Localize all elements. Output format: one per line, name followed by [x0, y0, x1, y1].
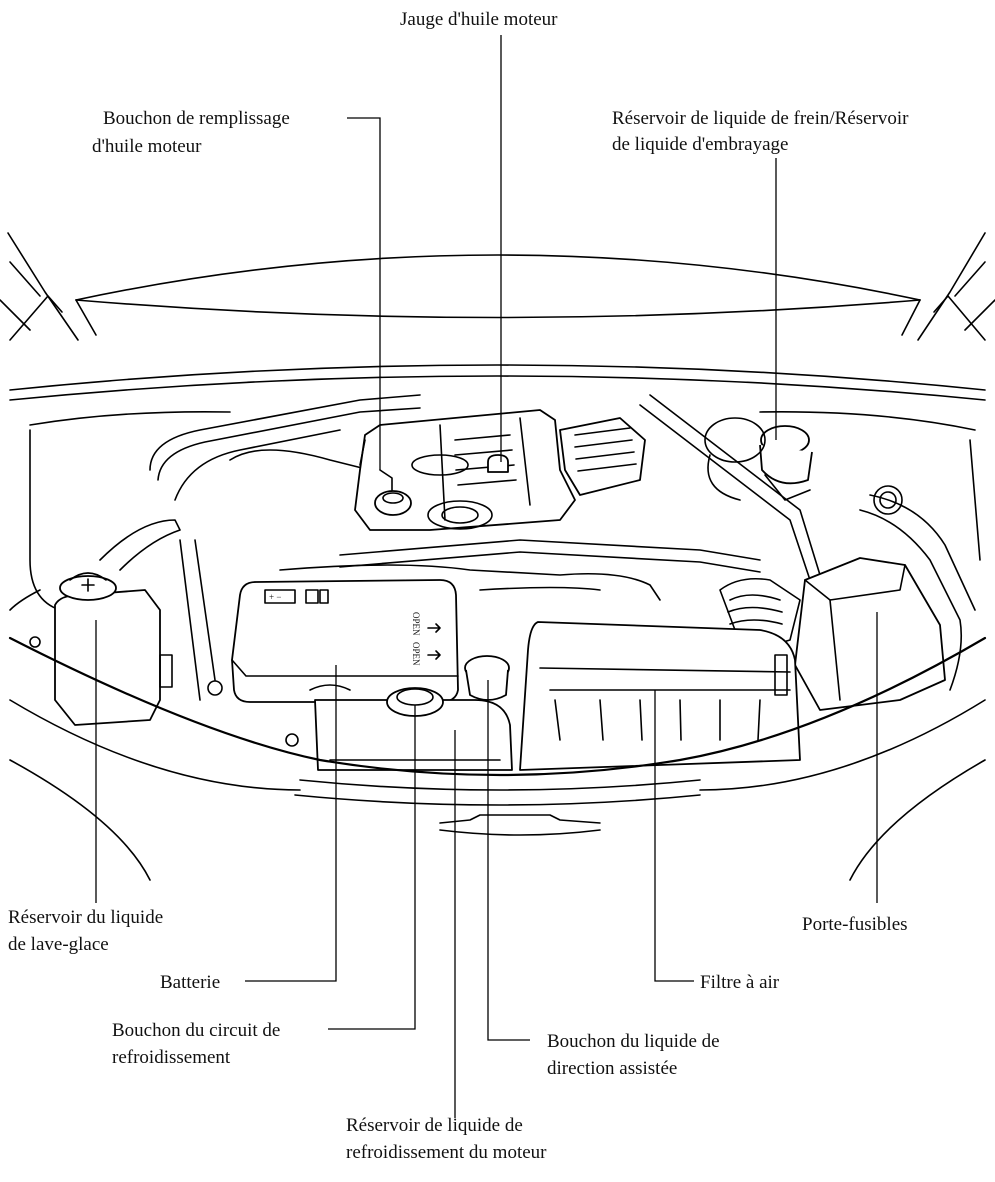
open-marking-1: OPEN [411, 612, 421, 636]
leader-lines [95, 35, 878, 1118]
label-steering-fluid-line2: direction assistée [547, 1058, 677, 1079]
label-oil-filler-line1: Bouchon de remplissage [103, 108, 290, 129]
label-brake-reservoir-line2: de liquide d'embrayage [612, 134, 788, 155]
label-fuse-box: Porte-fusibles [802, 914, 908, 935]
label-cooling-cap-line1: Bouchon du circuit de [112, 1020, 280, 1041]
label-battery: Batterie [160, 972, 220, 993]
label-steering-fluid-line1: Bouchon du liquide de [547, 1031, 720, 1052]
open-marking-2: OPEN [411, 642, 421, 666]
label-washer-reservoir-line2: de lave-glace [8, 934, 109, 955]
label-washer-reservoir-line1: Réservoir du liquide [8, 907, 163, 928]
label-brake-reservoir-line1: Réservoir de liquide de frein/Réservoir [612, 108, 909, 129]
label-oil-filler-line2: d'huile moteur [92, 136, 202, 157]
callout-labels: Jauge d'huile moteur Bouchon de rempliss… [8, 9, 909, 1163]
label-coolant-reservoir-line1: Réservoir de liquide de [346, 1115, 523, 1136]
label-cooling-cap-line2: refroidissement [112, 1047, 231, 1068]
engine-illustration: + − OPEN OPEN [0, 232, 995, 881]
open-arrow-icon [427, 623, 441, 660]
label-dipstick: Jauge d'huile moteur [400, 9, 558, 30]
label-coolant-reservoir-line2: refroidissement du moteur [346, 1142, 547, 1163]
battery-terminal-marking: + − [269, 592, 281, 602]
label-air-filter: Filtre à air [700, 972, 780, 993]
